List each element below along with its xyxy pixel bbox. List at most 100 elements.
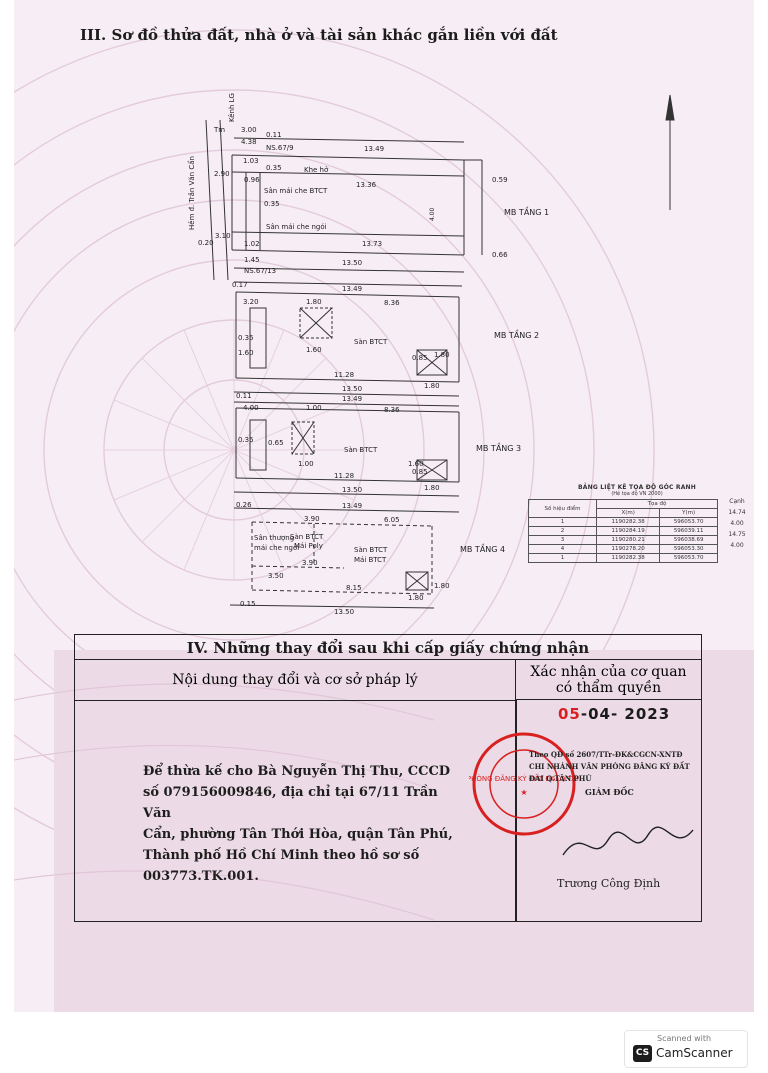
plan-label: Tm <box>213 126 225 134</box>
cell: 2 <box>528 526 597 536</box>
plan-label: 0.59 <box>492 176 508 184</box>
cell: 596053.30 <box>659 544 718 554</box>
plan-label: 3.50 <box>268 572 284 580</box>
plan-label: 0.96 <box>244 176 260 184</box>
cell: 4 <box>528 544 597 554</box>
change-content: Để thừa kế cho Bà Nguyễn Thị Thu, CCCD s… <box>143 761 453 887</box>
agency-line2: CHI NHÁNH VĂN PHÒNG ĐĂNG KÝ ĐẤT ĐAI Q.TÂ… <box>529 762 690 783</box>
plan-label: 0.35 <box>238 436 254 444</box>
confirmation-date: 05-04- 2023 <box>558 705 670 723</box>
agency-line1: Theo QĐ số 2607/TTr-ĐK&CGCN-XNTĐ <box>529 750 683 759</box>
plan-label: Mái BTCT <box>354 556 387 564</box>
plan-label: Sàn BTCT <box>344 446 378 454</box>
plan-label: 1.80 <box>434 351 450 359</box>
director-title: GIÁM ĐỐC <box>585 787 634 797</box>
plan-label: 0.35 <box>238 334 254 342</box>
plan-label: 1.80 <box>434 582 450 590</box>
plan-label: 1.80 <box>424 382 440 390</box>
plan-label: 13.49 <box>342 502 362 510</box>
col-point: Số hiệu điểm <box>528 499 597 518</box>
col-y: Y(m) <box>659 508 718 518</box>
edge-value: 14.75 <box>728 531 746 538</box>
cell: 1 <box>528 517 597 527</box>
edge-header: Cạnh <box>729 498 745 505</box>
cell: 1190278.20 <box>595 544 661 554</box>
cell: 596053.70 <box>659 517 718 527</box>
coordinate-table-subtitle: (Hệ tọa độ VN 2000) <box>611 491 663 497</box>
plan-label: NS.67/9 <box>266 144 294 152</box>
content-line: 003773.TK.001. <box>143 869 259 884</box>
plan-label: 3.90 <box>302 559 318 567</box>
plan-label: 4.38 <box>241 138 257 146</box>
coordinate-table-block: BẢNG LIỆT KÊ TỌA ĐỘ GÓC RANH (Hệ tọa độ … <box>528 484 746 563</box>
plan-label: 0.85 <box>412 354 428 362</box>
plan-label: 0.35 <box>264 200 280 208</box>
date-day: 05 <box>558 705 581 723</box>
section-4-title: IV. Những thay đổi sau khi cấp giấy chứn… <box>75 635 701 660</box>
coordinate-table-title: BẢNG LIỆT KÊ TỌA ĐỘ GÓC RANH <box>578 484 696 491</box>
plan-label: 13.50 <box>342 259 362 267</box>
plan-label: 1.03 <box>243 157 259 165</box>
floor2-label: MB TẦNG 2 <box>494 328 539 340</box>
scanned-with-text: Scanned with <box>657 1034 712 1043</box>
svg-text:★: ★ <box>520 788 527 797</box>
plan-label: 6.05 <box>384 516 400 524</box>
agency-block: Theo QĐ số 2607/TTr-ĐK&CGCN-XNTĐ CHI NHÁ… <box>529 749 701 785</box>
plan-label: 0.35 <box>266 164 282 172</box>
camscanner-badge: CS Scanned with CamScanner <box>624 1030 748 1068</box>
cell: 1190282.38 <box>595 517 661 527</box>
bronze-drum-watermark <box>14 29 754 1012</box>
plan-label: 2.90 <box>214 170 230 178</box>
plan-label: 1.00 <box>298 460 314 468</box>
plan-label: NS.67/13 <box>244 267 276 275</box>
section-3-title: III. Sơ đồ thửa đất, nhà ở và tài sản kh… <box>80 26 558 44</box>
street-label: Hẻm đ. Trần Văn Cẩn <box>187 156 196 230</box>
plan-label: Mái Poly <box>294 542 323 550</box>
plan-label: 3.00 <box>241 126 257 134</box>
plan-label: 8.36 <box>384 406 400 414</box>
plan-label: Sân thượng <box>254 534 294 542</box>
plan-label: 13.49 <box>342 285 362 293</box>
authority-header: Xác nhận của cơ quan có thẩm quyền <box>516 660 701 700</box>
plan-label: Sân mái che ngói <box>266 223 327 231</box>
plan-label: 13.49 <box>364 145 384 153</box>
plan-label: 1.00 <box>306 404 322 412</box>
plan-label: 1.60 <box>408 460 424 468</box>
cell: 596039.11 <box>659 526 718 536</box>
authority-header-line2: có thẩm quyền <box>555 680 662 696</box>
signature <box>562 826 694 856</box>
floor-plan-diagram: Tm 3.00 4.38 0.11 NS.67/9 13.49 1.03 0.3… <box>187 93 675 616</box>
col-coord: Tọa độ <box>595 499 719 509</box>
column-divider <box>515 700 517 921</box>
plan-label: Sàn BTCT <box>290 533 324 541</box>
plan-label: 3.90 <box>304 515 320 523</box>
cell: 3 <box>528 535 597 545</box>
plan-label: 1.80 <box>306 298 322 306</box>
plan-label: 1.80 <box>408 594 424 602</box>
plan-label: 0.17 <box>232 281 248 289</box>
plan-label: 8.36 <box>384 299 400 307</box>
plan-label: 13.36 <box>356 181 377 189</box>
camscanner-name: CamScanner <box>656 1046 733 1060</box>
cell: 596038.69 <box>659 535 718 545</box>
camscanner-logo-icon: CS <box>633 1045 652 1062</box>
certificate-page: III. Sơ đồ thửa đất, nhà ở và tài sản kh… <box>14 0 754 1012</box>
plan-label: 1.02 <box>244 240 260 248</box>
floor1-label: MB TẦNG 1 <box>504 205 549 217</box>
plan-label: 4.00 <box>429 207 436 221</box>
plan-label: 0.26 <box>236 501 252 509</box>
floor3-label: MB TẦNG 3 <box>476 441 521 453</box>
changes-content-header: Nội dung thay đổi và cơ sở pháp lý <box>75 660 516 701</box>
plan-label: 1.45 <box>244 256 260 264</box>
content-line: số 079156009846, địa chỉ tại 67/11 Trần … <box>143 785 438 821</box>
edge-column: Cạnh 14.74 4.00 14.75 4.00 <box>724 496 750 551</box>
plan-label: 13.73 <box>362 240 382 248</box>
plan-label: 3.10 <box>215 232 231 240</box>
plan-label: 11.28 <box>334 371 354 379</box>
content-line: Cẩn, phường Tân Thới Hòa, quận Tân Phú, <box>143 827 453 842</box>
plan-label: 13.49 <box>342 395 362 403</box>
edge-value: 4.00 <box>730 542 744 549</box>
plan-label: 8.15 <box>346 584 362 592</box>
